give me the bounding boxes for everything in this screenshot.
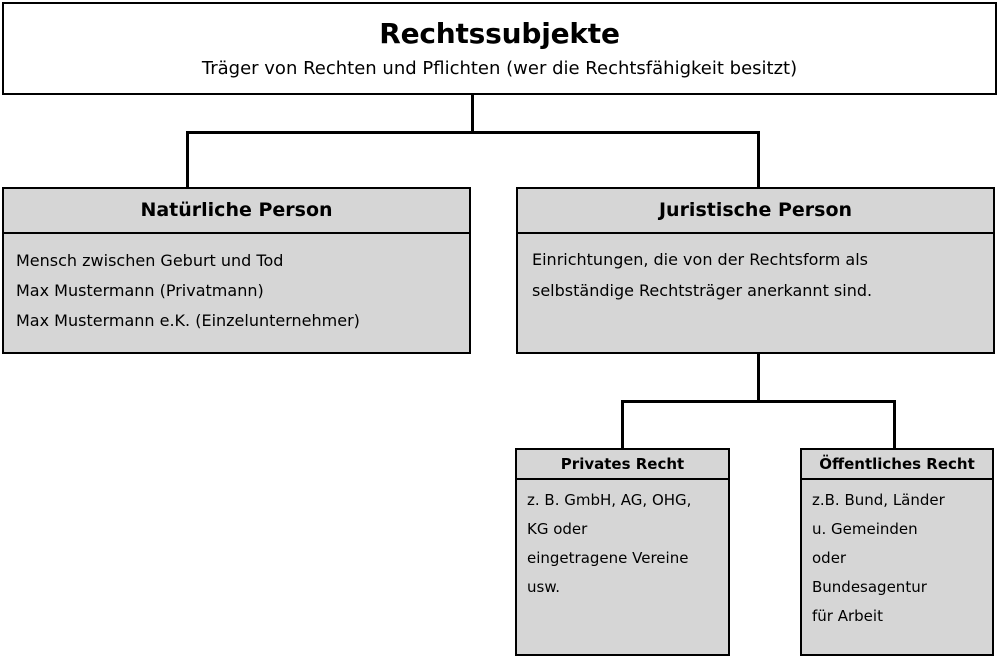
privates-recht-body: z. B. GmbH, AG, OHG, KG oder eingetragen… — [517, 480, 728, 602]
node-privates-recht: Privates Recht z. B. GmbH, AG, OHG, KG o… — [515, 448, 730, 656]
list-item: z. B. GmbH, AG, OHG, — [527, 491, 692, 509]
list-item: selbständige Rechtsträger anerkannt sind… — [532, 281, 873, 300]
oeffentliches-recht-title: Öffentliches Recht — [802, 450, 992, 480]
oeffentliches-recht-body: z.B. Bund, Länder u. Gemeinden oder Bund… — [802, 480, 992, 631]
list-item: z.B. Bund, Länder — [812, 491, 945, 509]
node-oeffentliches-recht: Öffentliches Recht z.B. Bund, Länder u. … — [800, 448, 994, 656]
connector-level3-horizontal — [621, 400, 896, 403]
list-item: Bundesagentur — [812, 578, 927, 596]
node-juristische-person: Juristische Person Einrichtungen, die vo… — [516, 187, 995, 354]
juristische-person-body: Einrichtungen, die von der Rechtsform al… — [518, 234, 993, 306]
list-item: oder — [812, 549, 847, 567]
natuerliche-person-body: Mensch zwischen Geburt und Tod Max Muste… — [4, 234, 469, 336]
list-item: KG oder — [527, 520, 588, 538]
list-item: für Arbeit — [812, 607, 883, 625]
connector-level2-right-drop — [757, 131, 760, 187]
list-item: u. Gemeinden — [812, 520, 918, 538]
list-item: Max Mustermann (Privatmann) — [16, 281, 264, 300]
privates-recht-title: Privates Recht — [517, 450, 728, 480]
list-item: usw. — [527, 578, 560, 596]
connector-level3-left-drop — [621, 400, 624, 448]
root-title: Rechtssubjekte — [379, 17, 620, 50]
connector-level2-horizontal — [186, 131, 760, 134]
list-item: Max Mustermann e.K. (Einzelunternehmer) — [16, 311, 360, 330]
node-natuerliche-person: Natürliche Person Mensch zwischen Geburt… — [2, 187, 471, 354]
connector-juristische-stem — [757, 354, 760, 402]
root-subtitle: Träger von Rechten und Pflichten (wer di… — [201, 58, 798, 79]
connector-root-stem — [471, 95, 474, 132]
connector-level3-right-drop — [893, 400, 896, 448]
list-item: eingetragene Vereine — [527, 549, 689, 567]
node-rechtssubjekte: Rechtssubjekte Träger von Rechten und Pf… — [2, 2, 997, 95]
connector-level2-left-drop — [186, 131, 189, 187]
list-item: Mensch zwischen Geburt und Tod — [16, 251, 284, 270]
juristische-person-title: Juristische Person — [518, 189, 993, 234]
natuerliche-person-title: Natürliche Person — [4, 189, 469, 234]
list-item: Einrichtungen, die von der Rechtsform al… — [532, 250, 868, 269]
